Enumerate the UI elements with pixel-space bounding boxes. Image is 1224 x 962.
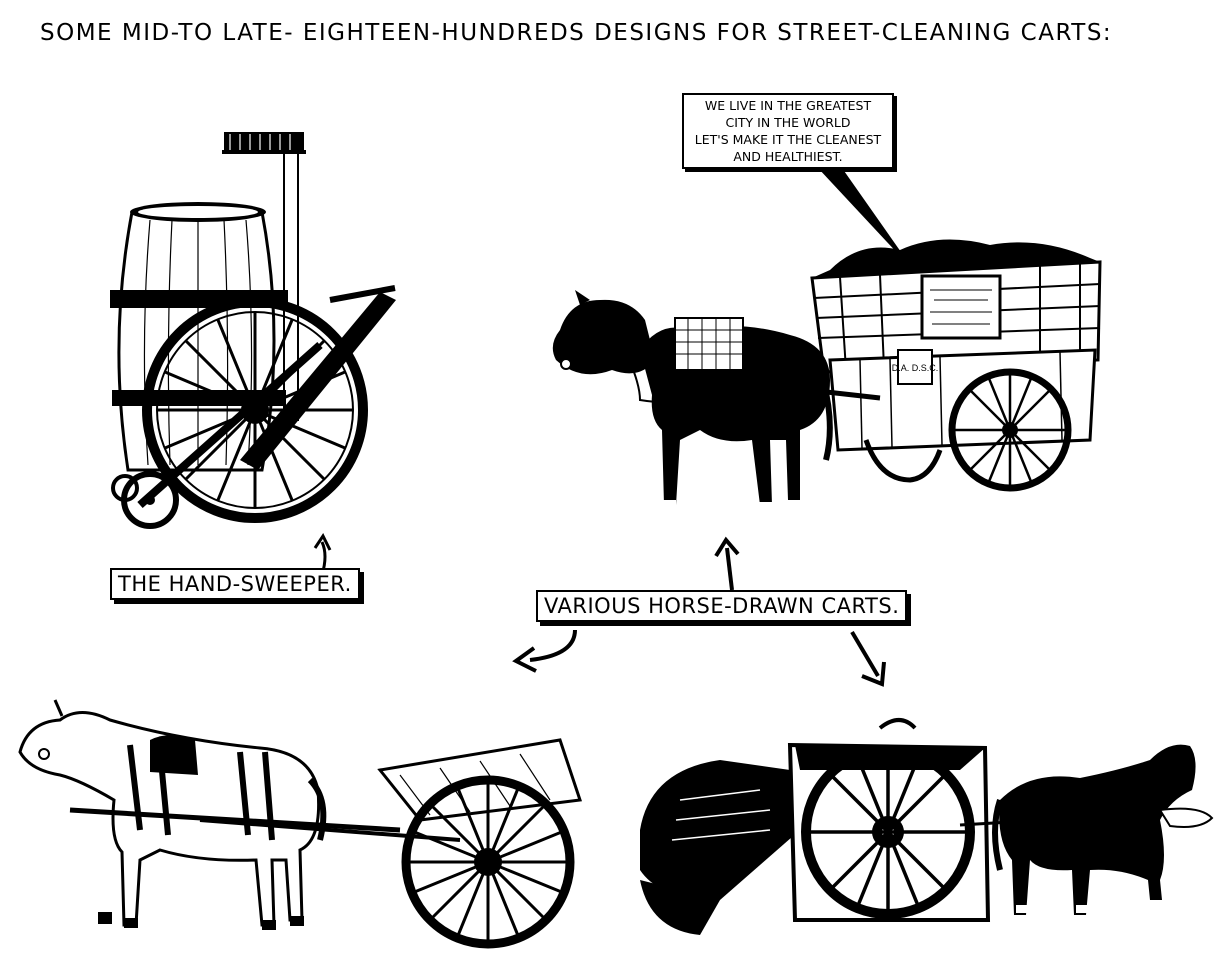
horse-cart-left-illustration	[18, 699, 583, 949]
page-title: SOME MID-TO LATE- EIGHTEEN-HUNDREDS DESI…	[40, 20, 1113, 46]
horse-drawn-carts-label: VARIOUS HORSE-DRAWN CARTS.	[536, 590, 908, 622]
speech-line: AND HEALTHIEST.	[733, 149, 843, 164]
speech-line: LET'S MAKE IT THE CLEANEST	[694, 132, 882, 147]
hand-sweeper-label: THE HAND-SWEEPER.	[110, 568, 360, 600]
horse-cart-top-illustration: D.A. D.S.C.	[552, 168, 1102, 591]
speech-line: WE LIVE IN THE GREATEST	[704, 98, 872, 113]
hand-sweeper-illustration	[110, 132, 396, 576]
speech-bubble: WE LIVE IN THE GREATEST CITY IN THE WORL…	[682, 93, 894, 169]
speech-line: CITY IN THE WORLD	[725, 115, 851, 130]
cart-plaque: D.A. D.S.C.	[892, 363, 939, 373]
sweeper-cart-right-illustration	[640, 718, 1214, 935]
